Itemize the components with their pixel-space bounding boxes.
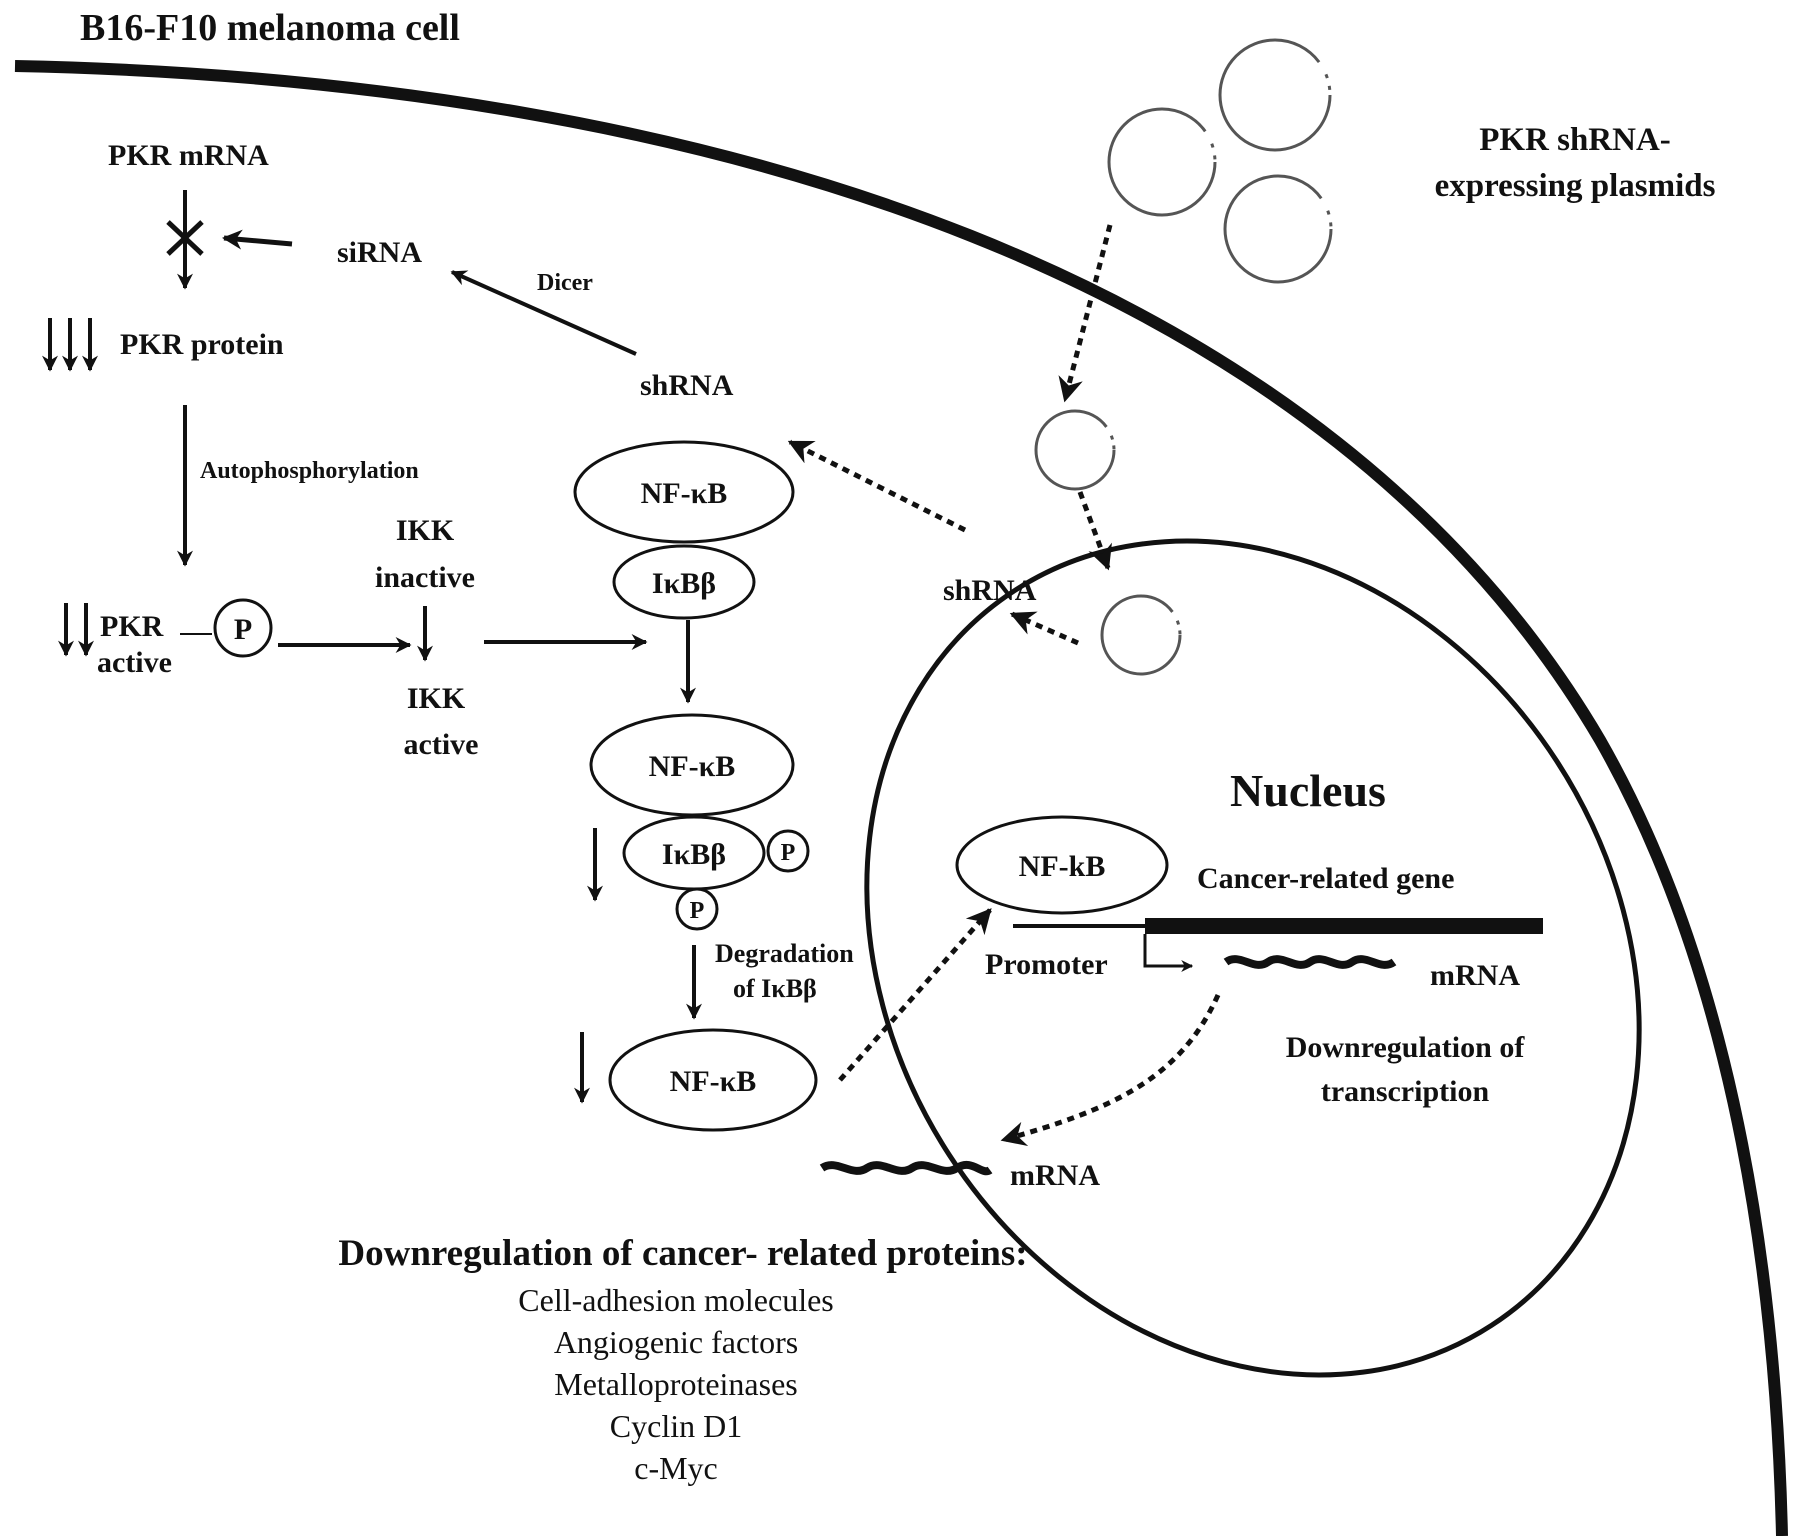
nucleus xyxy=(864,538,1642,1378)
downreg-transcription-label-2: transcription xyxy=(1321,1075,1490,1108)
cell-title: B16-F10 melanoma cell xyxy=(80,7,460,49)
plasmids-label-line1: PKR shRNA- xyxy=(1479,122,1671,158)
plasmids-label-line2: expressing plasmids xyxy=(1435,168,1716,204)
plasmid-circle xyxy=(1107,107,1217,217)
ikk-inactive-state-label: inactive xyxy=(375,561,475,594)
plasmid-circle xyxy=(1100,594,1182,676)
shrna-nucleus-label: shRNA xyxy=(943,574,1037,607)
phospho-circle-bottom xyxy=(675,887,719,931)
nfkb-phospho-label: NF-κB xyxy=(649,750,736,783)
protein-list-item: Cyclin D1 xyxy=(610,1408,742,1444)
mrna-nucleus-label: mRNA xyxy=(1430,959,1520,992)
nfkb-nucleus-label: NF-kB xyxy=(1019,850,1106,883)
cancer-gene-bar xyxy=(1145,918,1543,934)
pkr-protein-label: PKR protein xyxy=(120,328,284,361)
pkr-label: PKR xyxy=(100,610,164,643)
degradation-of-label: of IκBβ xyxy=(733,974,817,1003)
sirna-inhibit-arrow xyxy=(222,229,293,250)
protein-list-item: Cell-adhesion molecules xyxy=(518,1282,833,1318)
translation-block-x-icon xyxy=(166,220,204,256)
downregulation-heading: Downregulation of cancer- related protei… xyxy=(338,1233,1027,1274)
nfkb-free-label: NF-κB xyxy=(670,1065,757,1098)
shrna-nuclear-arrow xyxy=(1009,611,1080,646)
dicer-label: Dicer xyxy=(537,270,593,296)
mrna-export-arrow xyxy=(1000,993,1221,1146)
degradation-label: Degradation xyxy=(715,939,854,968)
shrna-export-arrow xyxy=(787,439,967,533)
sirna-label: siRNA xyxy=(337,236,422,269)
protein-list-item: Metalloproteinases xyxy=(554,1366,797,1402)
nfkb-translocation-arrow xyxy=(838,908,992,1082)
nfkb-complex-ellipse xyxy=(573,440,795,544)
pkr-mrna-label: PKR mRNA xyxy=(108,139,269,172)
phospho-p-label: P xyxy=(234,613,252,646)
pkr-active-label: active xyxy=(97,646,172,679)
phospho-circle-pkr xyxy=(213,598,273,658)
plasmid-entry-arrow xyxy=(1058,224,1113,403)
plasmid-to-nucleus-arrow xyxy=(1077,491,1112,571)
nucleus-label: Nucleus xyxy=(1230,765,1386,816)
pkr-protein-decrease-icon xyxy=(42,318,98,372)
protein-list-item: c-Myc xyxy=(634,1450,718,1486)
pkr-active-decrease-icon xyxy=(58,603,94,657)
mrna-nucleus-strand xyxy=(1223,955,1397,969)
nfkb-complex-label: NF-κB xyxy=(641,477,728,510)
ikk-inactive-label: IKK xyxy=(396,514,455,547)
autophosphorylation-label: Autophosphorylation xyxy=(200,458,419,484)
ikbb-phospho-label: IκBβ xyxy=(662,838,726,871)
ikk-active-label: IKK xyxy=(407,682,466,715)
promoter-label: Promoter xyxy=(985,948,1108,981)
nfkb-free-ellipse xyxy=(608,1028,818,1132)
transcription-start-arrow xyxy=(1143,934,1194,972)
shrna-cytoplasm-label: shRNA xyxy=(640,369,734,402)
phospho-circle-right xyxy=(766,829,810,873)
plasmid-circle xyxy=(1218,38,1332,152)
cell-membrane xyxy=(14,60,1788,1536)
plasmid-circle xyxy=(1223,174,1333,284)
protein-list-item: Angiogenic factors xyxy=(554,1324,798,1360)
mrna-cytoplasm-strand xyxy=(819,1160,993,1176)
plasmid-group xyxy=(1034,38,1333,676)
nfkb-phospho-ellipse xyxy=(589,713,795,817)
cancer-gene-label: Cancer-related gene xyxy=(1197,862,1454,895)
ikbb-complex-ellipse xyxy=(612,544,756,620)
phospho-bottom-label: P xyxy=(690,898,705,924)
downreg-transcription-label: Downregulation of xyxy=(1286,1031,1526,1064)
plasmid-circle xyxy=(1034,409,1116,491)
ikbb-complex-label: IκBβ xyxy=(652,567,716,600)
mrna-cytoplasm-label: mRNA xyxy=(1010,1159,1100,1192)
phospho-right-label: P xyxy=(781,840,796,866)
dicer-arrow xyxy=(450,270,637,356)
nfkb-nucleus-ellipse xyxy=(955,815,1169,915)
ikk-active-state-label: active xyxy=(404,728,479,761)
